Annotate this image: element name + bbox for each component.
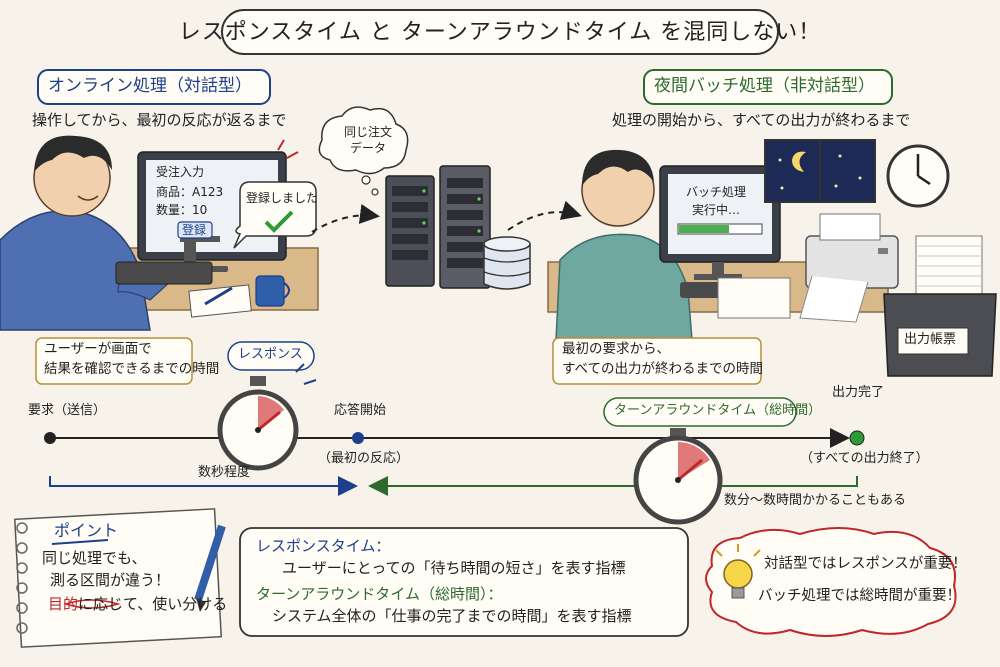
point-line3-rest: に応じて、使い分ける (78, 595, 228, 613)
timeline-mid-label: 応答開始 (334, 403, 387, 418)
tip-line2: バッチ処理では総時間が重要！ (758, 588, 961, 604)
turnaround-label-frame (603, 397, 797, 427)
batch-heading-frame (643, 69, 893, 105)
online-note-frame (35, 337, 193, 385)
tip-line1: 対話型ではレスポンスが重要！ (764, 556, 967, 572)
def-turnaround-desc: システム全体の「仕事の完了までの時間」を表す指標 (272, 607, 632, 625)
point-notebook (13, 508, 226, 648)
point-line1: 同じ処理でも、 (42, 549, 147, 567)
server-rack-icon (385, 165, 491, 289)
response-label: レスポンス (238, 347, 303, 362)
timeline-mid-dot (352, 432, 364, 444)
title-frame (221, 9, 779, 55)
screen-qty: 数量：10 (156, 203, 208, 217)
response-label-frame (227, 341, 315, 371)
tray-label: 出力帳票 (904, 332, 957, 347)
batch-note-frame (552, 337, 762, 385)
page-title: レスポンスタイム と ターンアラウンドタイム を混同しない！ (178, 20, 822, 45)
timeline-start-dot (44, 432, 56, 444)
batch-note-line1: 最初の要求から、 (562, 341, 670, 357)
short-span-label: 数秒程度 (198, 465, 251, 480)
online-heading-frame (37, 69, 271, 105)
screen-title: 受注入力 (156, 165, 205, 179)
response-span-bracket (49, 476, 358, 496)
batch-subtitle: 処理の開始から、すべての出力が終わるまで (612, 111, 911, 129)
point-title: ポイント (54, 521, 119, 540)
registered-bubble (233, 181, 317, 249)
lightbulb-icon (715, 544, 761, 599)
dashed-arrow-to-batch (507, 200, 582, 231)
batch-screen-line2: 実行中… (692, 203, 741, 217)
batch-screen-line1: バッチ処理 (686, 185, 747, 199)
stopwatch-large-icon (633, 428, 723, 525)
point-line3-accent: 目的 (48, 595, 79, 613)
point-line3: 目的に応じて、使い分ける (48, 595, 228, 613)
screen-register-button: 登録 (182, 223, 207, 237)
timeline-end-sub: （すべての出力終了） (800, 451, 929, 466)
long-span-label: 数分～数時間かかることもある (724, 493, 907, 508)
definitions-box (239, 527, 689, 637)
online-note-line2: 結果を確認できるまでの時間 (44, 361, 220, 377)
online-note-line1: ユーザーが画面で (44, 341, 152, 357)
online-subtitle: 操作してから、最初の反応が返るまで (32, 111, 287, 129)
def-response-desc: ユーザーにとっての「待ち時間の短さ」を表す指標 (282, 559, 626, 577)
database-icon (483, 236, 531, 290)
timeline-start-label: 要求（送信） (28, 403, 107, 418)
stopwatch-icon (217, 363, 317, 471)
batch-note-line2: すべての出力が終わるまでの時間 (562, 361, 764, 377)
timeline-mid-sub: （最初の反応） (318, 451, 410, 466)
screen-item: 商品：A123 (156, 185, 224, 199)
def-turnaround-term: ターンアラウンドタイム（総時間）： (256, 585, 503, 603)
batch-heading: 夜間バッチ処理（非対話型） (654, 76, 875, 96)
timeline-end-label: 出力完了 (832, 385, 885, 400)
timeline-end-dot (849, 430, 865, 446)
cloud-line2: データ (350, 141, 387, 155)
tips-cloud (705, 527, 957, 637)
online-heading: オンライン処理（対話型） (48, 76, 252, 96)
dashed-arrow-to-server (311, 204, 380, 233)
order-data-cloud (318, 106, 409, 175)
alert-marks (277, 139, 299, 159)
point-line2: 測る区間が違う！ (50, 571, 171, 589)
cloud-line1: 同じ注文 (344, 125, 393, 139)
bubble-text: 登録しました (246, 191, 319, 205)
turnaround-span-bracket (368, 476, 858, 496)
batch-desk-scene (547, 139, 997, 377)
def-response-term: レスポンスタイム： (256, 537, 391, 555)
turnaround-label: ターンアラウンドタイム（総時間） (614, 403, 822, 418)
